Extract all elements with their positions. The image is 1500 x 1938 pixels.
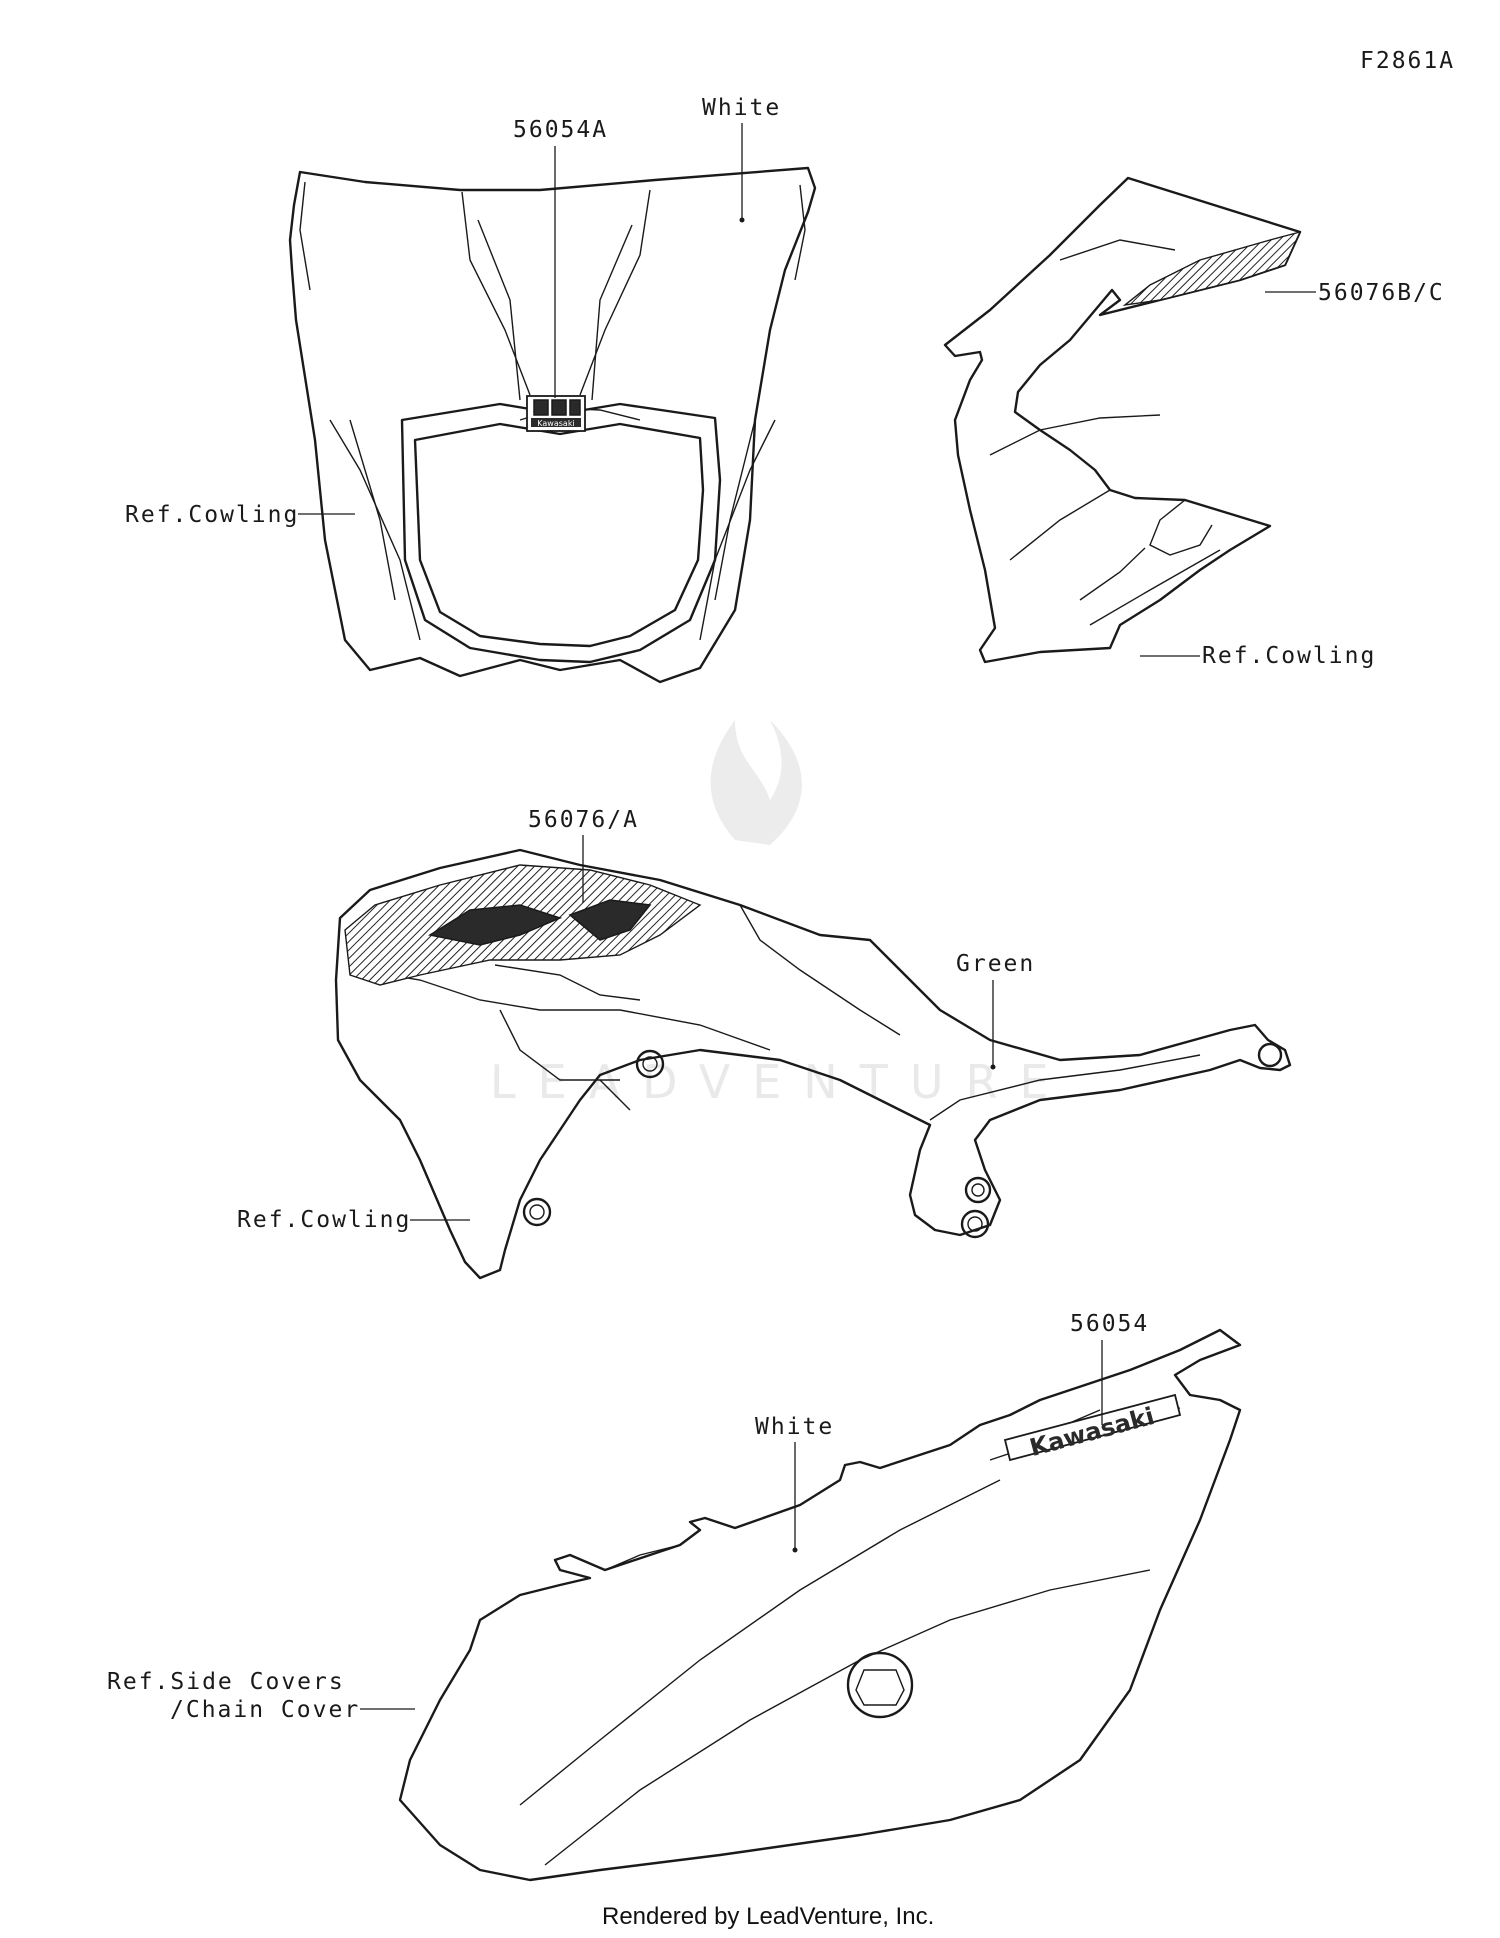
label-side-ref-line1: Ref.Side Covers — [107, 1669, 345, 1695]
front-white-dot — [739, 217, 745, 223]
label-tank-green: Green — [956, 951, 1035, 977]
label-front-white: White — [702, 95, 781, 121]
label-tank-ref-cowling: Ref.Cowling — [237, 1207, 411, 1233]
tank-bolt-hole-4 — [960, 1209, 990, 1239]
tank-bolt-hole-5 — [1257, 1042, 1283, 1068]
tank-green-dot — [990, 1064, 996, 1070]
front-logo-text: Kawasaki — [537, 419, 574, 428]
side-cover: Kawasaki — [398, 1328, 1242, 1882]
label-56054A: 56054A — [513, 117, 608, 143]
label-side-ref-line2: /Chain Cover — [170, 1697, 360, 1723]
label-shroud-ref-cowling: Ref.Cowling — [1202, 643, 1376, 669]
radiator-shroud — [943, 176, 1302, 664]
tank-shroud — [334, 848, 1292, 1280]
tank-bolt-hole-3 — [964, 1176, 992, 1204]
front-number-plate: Kawasaki — [288, 166, 817, 684]
side-cover-grommet — [846, 1651, 914, 1719]
front-kawasaki-logo: Kawasaki — [526, 395, 586, 432]
tank-bolt-hole-2 — [522, 1197, 552, 1227]
side-logo-text: Kawasaki — [1027, 1402, 1158, 1462]
side-white-dot — [792, 1547, 798, 1553]
label-56076BC: 56076B/C — [1318, 280, 1445, 306]
label-side-white: White — [755, 1414, 834, 1440]
label-56054: 56054 — [1070, 1311, 1149, 1337]
leadventure-watermark: LEADVENTURE — [490, 720, 1071, 1109]
watermark-text: LEADVENTURE — [490, 1055, 1071, 1109]
footer-credit: Rendered by LeadVenture, Inc. — [602, 1903, 934, 1930]
tank-bolt-hole-1 — [635, 1049, 665, 1079]
label-front-ref-cowling: Ref.Cowling — [125, 502, 299, 528]
diagram-id: F2861A — [1360, 48, 1455, 74]
label-56076A: 56076/A — [528, 807, 639, 833]
